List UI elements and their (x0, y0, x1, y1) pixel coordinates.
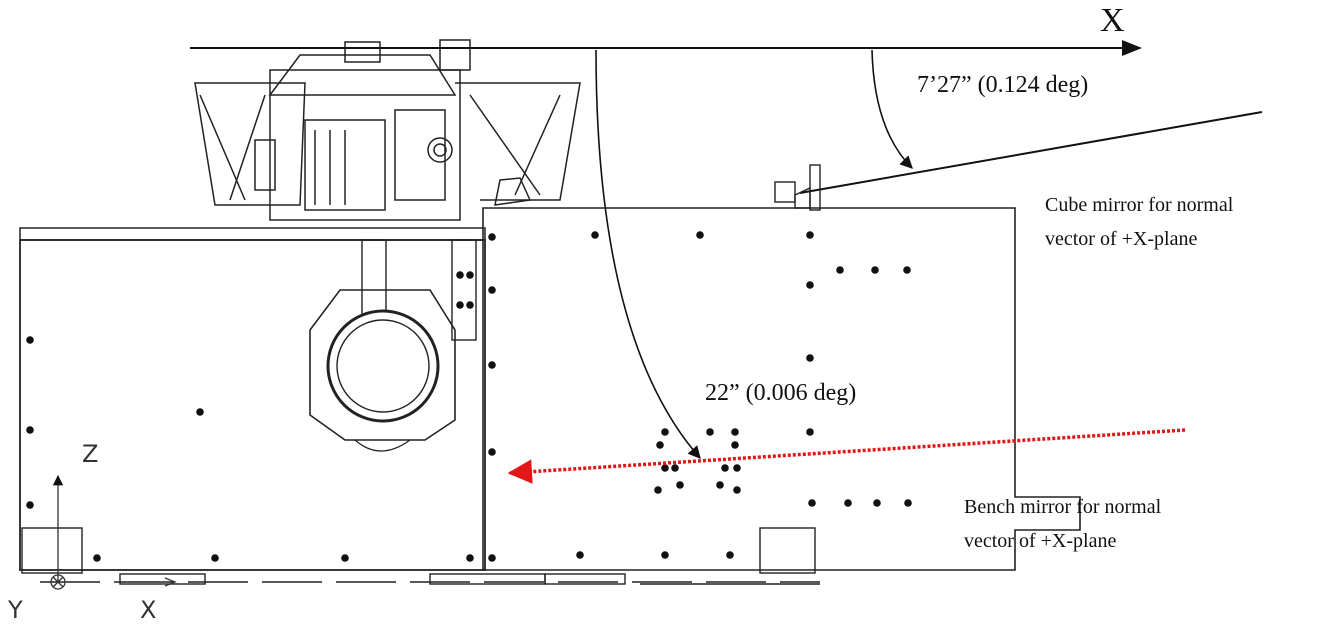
cube-angle-label: 7’27” (0.124 deg) (917, 72, 1089, 98)
fastener-hole (661, 464, 669, 472)
fastener-hole (488, 448, 496, 456)
bench-plate (482, 164, 1081, 571)
fastener-hole (341, 554, 349, 562)
fastener-hole (806, 428, 814, 436)
fastener-hole (196, 408, 204, 416)
bench-mirror-caption: Bench mirror for normal vector of +X-pla… (964, 490, 1161, 558)
cube-angle-arrow (871, 49, 913, 169)
fastener-hole (903, 266, 911, 274)
fastener-hole (466, 301, 474, 309)
fastener-hole (806, 354, 814, 362)
fastener-hole (26, 501, 34, 509)
fastener-hole (26, 336, 34, 344)
fastener-hole (466, 271, 474, 279)
local-z-label: Z (82, 440, 99, 468)
fastener-hole (211, 554, 219, 562)
fastener-hole (733, 464, 741, 472)
local-y-label: Y (8, 596, 23, 624)
local-x-label: X (140, 596, 157, 624)
fastener-hole (808, 499, 816, 507)
fastener-hole (466, 554, 474, 562)
fastener-hole (844, 499, 852, 507)
fastener-hole (661, 551, 669, 559)
fastener-hole (721, 464, 729, 472)
cube-normal-line (799, 111, 1263, 194)
fastener-hole (654, 486, 662, 494)
fastener-hole (26, 426, 34, 434)
fastener-hole (456, 271, 464, 279)
fastener-hole (836, 266, 844, 274)
base (21, 527, 820, 585)
fastener-hole (488, 286, 496, 294)
fastener-hole (488, 233, 496, 241)
fastener-hole (871, 266, 879, 274)
bench-angle-arrow (595, 49, 701, 459)
fastener-hole (731, 428, 739, 436)
top-axis-x-label: X (1100, 2, 1125, 39)
fastener-hole (456, 301, 464, 309)
fastener-hole (731, 441, 739, 449)
fastener-hole (656, 441, 664, 449)
bench-angle-label: 22” (0.006 deg) (705, 380, 857, 406)
fastener-hole (676, 481, 684, 489)
fastener-hole (488, 554, 496, 562)
fastener-holes (26, 231, 912, 562)
fastener-hole (873, 499, 881, 507)
fastener-hole (488, 361, 496, 369)
left-body (19, 239, 486, 571)
fastener-hole (733, 486, 741, 494)
fastener-hole (716, 481, 724, 489)
local-axes (50, 474, 177, 590)
laser-beam (507, 428, 1186, 484)
fastener-hole (591, 231, 599, 239)
upper-assembly (194, 39, 581, 221)
cube-caption-line-1: Cube mirror for normal (1045, 194, 1234, 216)
fastener-hole (806, 231, 814, 239)
bench-caption-line-2: vector of +X-plane (964, 530, 1117, 552)
cube-caption-line-2: vector of +X-plane (1045, 228, 1198, 250)
top-plate (19, 227, 486, 241)
fastener-hole (706, 428, 714, 436)
fastener-hole (576, 551, 584, 559)
fastener-hole (726, 551, 734, 559)
fastener-hole (696, 231, 704, 239)
fastener-hole (671, 464, 679, 472)
fastener-hole (93, 554, 101, 562)
bench-caption-line-1: Bench mirror for normal (964, 496, 1162, 518)
fastener-hole (806, 281, 814, 289)
fastener-hole (661, 428, 669, 436)
cube-mirror-caption: Cube mirror for normal vector of +X-plan… (1045, 188, 1233, 256)
fastener-hole (904, 499, 912, 507)
top-x-axis (190, 40, 1142, 56)
